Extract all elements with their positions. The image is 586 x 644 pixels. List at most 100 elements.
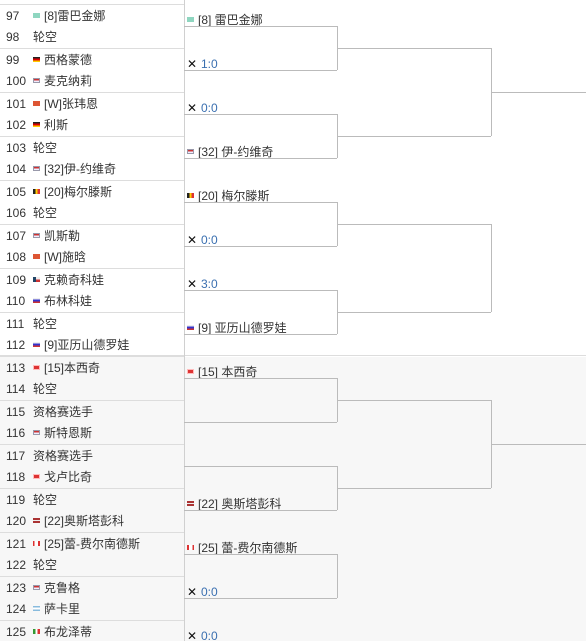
player-entry[interactable]: [25]蕾-费尔南德斯 (33, 533, 140, 555)
match-score[interactable]: ✕0:0 (187, 628, 218, 644)
player-name: [22]奥斯塔彭科 (44, 514, 125, 528)
match-score[interactable]: ✕3:0 (187, 276, 218, 292)
draw-row[interactable]: 104[32]伊-约维奇 (0, 158, 184, 180)
player-entry[interactable]: [8]雷巴金娜 (33, 5, 105, 27)
player-entry[interactable]: [15]本西奇 (33, 357, 100, 379)
draw-row[interactable]: 109 克赖奇科娃 (0, 268, 184, 291)
player-entry[interactable]: 利斯 (33, 114, 68, 136)
draw-row[interactable]: 121[25]蕾-费尔南德斯 (0, 532, 184, 555)
round2-player[interactable]: [20] 梅尔滕斯 (187, 188, 269, 204)
match-score[interactable]: ✕1:0 (187, 56, 218, 72)
connector-line (337, 312, 491, 313)
connector-line (337, 48, 491, 49)
flag-icon (33, 13, 40, 19)
round2-player[interactable]: [9] 亚历山德罗娃 (187, 320, 287, 336)
player-entry[interactable]: 轮空 (33, 554, 57, 576)
draw-row[interactable]: 99 西格蒙德 (0, 48, 184, 71)
round2-player[interactable]: [15] 本西奇 (187, 364, 257, 380)
player-entry[interactable]: 西格蒙德 (33, 49, 92, 71)
player-entry[interactable]: [W]张玮恩 (33, 93, 98, 115)
player-entry[interactable]: 凯斯勒 (33, 225, 80, 247)
player-name: [20] 梅尔滕斯 (198, 189, 270, 203)
player-entry[interactable]: 克鲁格 (33, 577, 80, 599)
round2-player[interactable]: [22] 奥斯塔彭科 (187, 496, 281, 512)
draw-row[interactable]: 97[8]雷巴金娜 (0, 4, 184, 27)
player-entry[interactable]: 斯特恩斯 (33, 422, 92, 444)
flag-icon (187, 369, 194, 375)
player-name: 轮空 (33, 493, 58, 507)
draw-row[interactable]: 108[W]施晗 (0, 246, 184, 268)
score-value: 0:0 (201, 101, 218, 115)
player-entry[interactable]: 资格赛选手 (33, 445, 93, 467)
player-name: 斯特恩斯 (44, 426, 93, 440)
match-score[interactable]: ✕0:0 (187, 584, 218, 600)
flag-icon (33, 57, 40, 63)
flag-icon (187, 545, 194, 551)
player-entry[interactable]: [22]奥斯塔彭科 (33, 510, 124, 532)
player-entry[interactable]: [32]伊-约维奇 (33, 158, 116, 180)
player-entry[interactable]: [20]梅尔滕斯 (33, 181, 112, 203)
draw-row[interactable]: 112[9]亚历山德罗娃 (0, 334, 184, 356)
round2-player[interactable]: [8] 雷巴金娜 (187, 12, 263, 28)
draw-row[interactable]: 98 轮空 (0, 26, 184, 48)
player-name: 萨卡里 (44, 602, 81, 616)
player-entry[interactable]: 克赖奇科娃 (33, 269, 104, 291)
draw-row[interactable]: 113[15]本西奇 (0, 356, 184, 379)
player-name: 克赖奇科娃 (44, 273, 105, 287)
match-score[interactable]: ✕0:0 (187, 100, 218, 116)
flag-icon (33, 166, 40, 172)
draw-position: 103 (6, 141, 27, 155)
player-name: [22] 奥斯塔彭科 (198, 497, 282, 511)
flag-icon (33, 254, 40, 260)
draw-row[interactable]: 117 资格赛选手 (0, 444, 184, 467)
draw-position: 99 (6, 53, 20, 67)
player-entry[interactable]: 布龙泽蒂 (33, 621, 92, 643)
player-name: 轮空 (33, 382, 58, 396)
round2-player[interactable]: [32] 伊-约维奇 (187, 144, 273, 160)
player-entry[interactable]: 轮空 (33, 202, 57, 224)
match-icon: ✕ (187, 233, 198, 247)
player-entry[interactable]: 轮空 (33, 313, 57, 335)
connector-line (337, 488, 491, 489)
player-entry[interactable]: [9]亚历山德罗娃 (33, 334, 129, 356)
connector-line (337, 224, 491, 225)
match-score[interactable]: ✕0:0 (187, 232, 218, 248)
flag-icon (33, 430, 40, 436)
player-entry[interactable]: 资格赛选手 (33, 401, 93, 423)
player-entry[interactable]: 麦克纳莉 (33, 70, 92, 92)
player-name: 轮空 (33, 317, 58, 331)
draw-position: 98 (6, 30, 20, 44)
round2-player[interactable]: [25] 蕾-费尔南德斯 (187, 540, 297, 556)
player-entry[interactable]: 轮空 (33, 26, 57, 48)
draw-row[interactable]: 101[W]张玮恩 (0, 92, 184, 115)
player-entry[interactable]: [W]施晗 (33, 246, 86, 268)
player-entry[interactable]: 戈卢比奇 (33, 466, 92, 488)
player-entry[interactable]: 轮空 (33, 489, 57, 511)
connector-line (184, 158, 337, 159)
player-entry[interactable]: 萨卡里 (33, 598, 80, 620)
draw-row[interactable]: 103 轮空 (0, 136, 184, 159)
player-entry[interactable]: 轮空 (33, 137, 57, 159)
player-entry[interactable]: 轮空 (33, 378, 57, 400)
player-entry[interactable]: 布林科娃 (33, 290, 92, 312)
draw-row[interactable]: 120[22]奥斯塔彭科 (0, 510, 184, 532)
flag-icon (187, 193, 194, 199)
draw-position: 109 (6, 273, 27, 287)
draw-position: 117 (6, 449, 26, 463)
draw-row[interactable]: 105[20]梅尔滕斯 (0, 180, 184, 203)
